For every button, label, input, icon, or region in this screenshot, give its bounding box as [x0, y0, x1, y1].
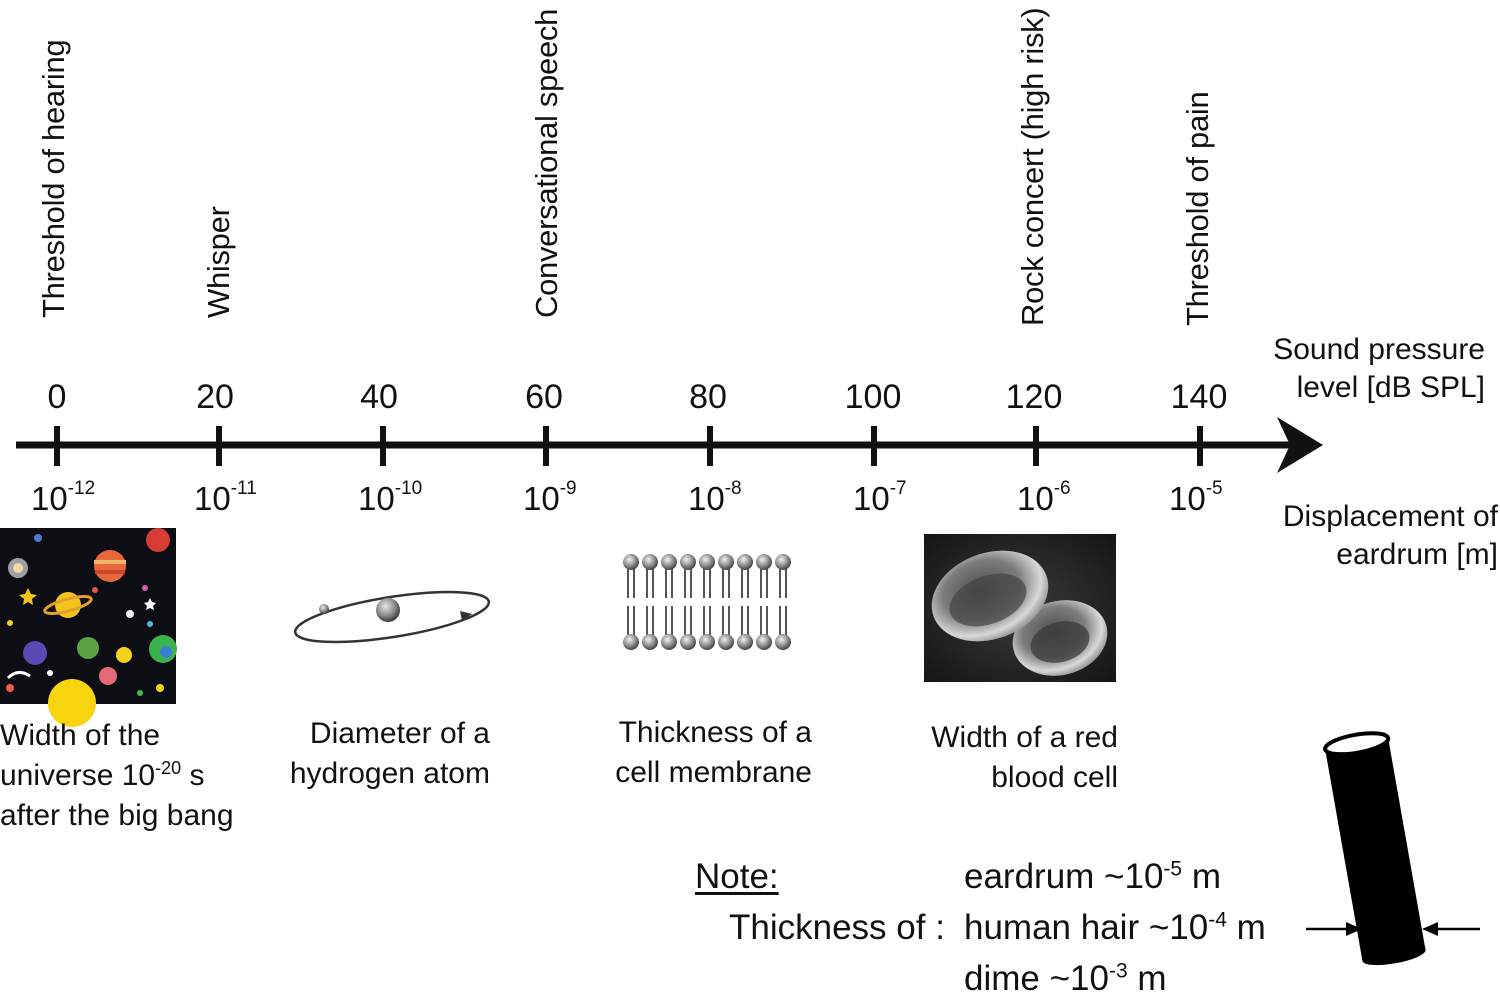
caption-hydrogen-line2: hydrogen atom: [289, 757, 490, 790]
space-planets-image: [0, 528, 177, 727]
axis-arrowhead: [1277, 417, 1323, 473]
displacement-label-1e-6: 10-6: [1017, 478, 1071, 517]
displacement-label-1e-12: 10-12: [31, 478, 96, 517]
axis-title-spl-line2: level [dB SPL]: [1296, 371, 1485, 404]
caption-hydrogen-line1: Diameter of a: [309, 717, 490, 750]
tick-label-80: 80: [689, 378, 727, 416]
caption-blood-cell-line2: blood cell: [991, 761, 1118, 794]
left-arrow-head: [1346, 922, 1362, 936]
axis-title-displacement-line2: eardrum [m]: [1336, 538, 1498, 571]
hair-cylinder-image: [1306, 731, 1480, 966]
caption-blood-cell: Width of a red blood cell: [916, 718, 1118, 798]
note-thickness-label: Thickness of :: [729, 908, 945, 947]
axis-title-displacement: Displacement of eardrum [m]: [1283, 498, 1498, 574]
caption-universe: Width of the universe 10-20 s after the …: [0, 716, 234, 836]
atom-orbit-image: [293, 590, 491, 644]
caption-universe-line1: Width of the: [0, 719, 161, 752]
caption-membrane: Thickness of a cell membrane: [600, 713, 812, 793]
caption-blood-cell-line1: Width of a red: [931, 721, 1118, 754]
displacement-label-1e-8: 10-8: [688, 478, 742, 517]
tick-label-20: 20: [196, 378, 234, 416]
note-heading-text: Note:: [695, 857, 779, 896]
tick-label-0: 0: [47, 378, 67, 416]
displacement-label-1e-9: 10-9: [523, 478, 577, 517]
note-eardrum: eardrum ~10-5 m: [964, 857, 1221, 896]
note-hair: human hair ~10-4 m: [964, 908, 1266, 947]
displacement-label-1e-10: 10-10: [358, 478, 423, 517]
note-heading: Note:: [695, 859, 779, 894]
caption-membrane-line2: cell membrane: [615, 756, 812, 789]
displacement-label-1e-11: 10-11: [194, 478, 257, 517]
lipid-bilayer-image: [623, 554, 791, 650]
axis-title-displacement-line1: Displacement of: [1282, 500, 1498, 533]
displacement-label-1e-7: 10-7: [853, 478, 907, 517]
axis-title-spl: Sound pressure level [dB SPL]: [1273, 331, 1485, 407]
tick-label-60: 60: [525, 378, 563, 416]
red-blood-cell-image: [924, 534, 1116, 682]
displacement-label-1e-5: 10-5: [1169, 478, 1223, 517]
tick-label-120: 120: [1005, 378, 1063, 416]
caption-membrane-line1: Thickness of a: [618, 716, 812, 749]
axis-title-spl-line1: Sound pressure: [1273, 333, 1485, 366]
tick-label-100: 100: [844, 378, 902, 416]
caption-universe-line3: after the big bang: [0, 799, 234, 832]
right-arrow-head: [1422, 922, 1438, 936]
note-dime: dime ~10-3 m: [964, 959, 1167, 998]
tick-label-40: 40: [360, 378, 398, 416]
tick-label-140: 140: [1170, 378, 1228, 416]
caption-hydrogen: Diameter of a hydrogen atom: [272, 714, 490, 794]
caption-universe-line2: universe 10-20 s: [0, 758, 205, 792]
